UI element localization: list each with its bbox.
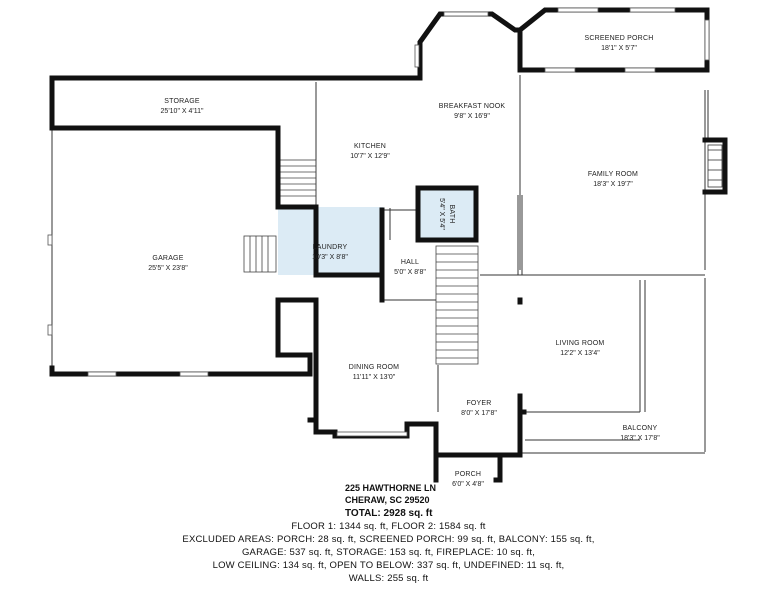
windows xyxy=(47,7,710,437)
address-line-1: 225 HAWTHORNE LN xyxy=(345,483,437,493)
bath-label: BATH xyxy=(448,205,455,224)
thin-walls xyxy=(51,75,709,456)
screened-porch-dim: 18'1" X 5'7" xyxy=(601,45,637,52)
excluded-areas-line-3: LOW CEILING: 134 sq. ft, OPEN TO BELOW: … xyxy=(212,560,565,571)
bath-label-group: BATH 5'4" X 5'4" xyxy=(438,198,455,230)
porch-dim: 6'0" X 4'8" xyxy=(452,481,484,488)
laundry-fill xyxy=(278,207,383,275)
family-room-label: FAMILY ROOM xyxy=(588,171,638,178)
dining-room-label: DINING ROOM xyxy=(349,364,399,371)
stairs-upper xyxy=(277,159,317,206)
garage-dim: 25'5" X 23'8" xyxy=(148,265,188,272)
porch-label: PORCH xyxy=(455,471,481,478)
laundry-label: LAUNDRY xyxy=(313,244,348,251)
screened-porch-label: SCREENED PORCH xyxy=(585,35,654,42)
kitchen-label: KITCHEN xyxy=(354,143,386,150)
dining-room-dim: 11'11" X 13'0" xyxy=(353,374,396,381)
storage-label: STORAGE xyxy=(164,98,200,105)
fireplace xyxy=(707,144,723,188)
bath-fill xyxy=(420,190,475,238)
floor-areas: FLOOR 1: 1344 sq. ft, FLOOR 2: 1584 sq. … xyxy=(291,521,486,532)
hall-dim: 5'0" X 8'8" xyxy=(394,269,426,276)
living-room-label: LIVING ROOM xyxy=(556,340,605,347)
exterior-walls xyxy=(49,7,728,483)
foyer-label: FOYER xyxy=(466,400,491,407)
kitchen-dim: 10'7" X 12'9" xyxy=(350,153,390,160)
storage-dim: 25'10" X 4'11" xyxy=(161,108,204,115)
family-room-dim: 18'3" X 19'7" xyxy=(593,181,633,188)
breakfast-label: BREAKFAST NOOK xyxy=(439,103,506,110)
excluded-areas-line-4: WALLS: 255 sq. ft xyxy=(348,573,429,584)
excluded-areas-line-2: GARAGE: 537 sq. ft, STORAGE: 153 sq. ft,… xyxy=(241,547,536,558)
bath-dim: 5'4" X 5'4" xyxy=(438,198,445,230)
room-labels: STORAGE 25'10" X 4'11" GARAGE 25'5" X 23… xyxy=(148,35,660,488)
laundry-dim: 10'3" X 8'8" xyxy=(312,254,348,261)
balcony-label: BALCONY xyxy=(623,425,658,432)
stairs-main xyxy=(435,245,479,365)
hall-label: HALL xyxy=(401,259,419,266)
breakfast-dim: 9'8" X 16'9" xyxy=(454,113,490,120)
total-area: TOTAL: 2928 sq. ft xyxy=(345,508,433,519)
living-room-dim: 12'2" X 13'4" xyxy=(560,350,600,357)
excluded-areas-line-1: EXCLUDED AREAS: PORCH: 28 sq. ft, SCREEN… xyxy=(182,534,595,545)
stairs-garage xyxy=(243,235,277,273)
balcony-dim: 18'3" X 17'8" xyxy=(620,435,660,442)
address-line-2: CHERAW, SC 29520 xyxy=(345,495,430,505)
foyer-dim: 8'0" X 17'8" xyxy=(461,410,497,417)
garage-label: GARAGE xyxy=(152,255,183,262)
